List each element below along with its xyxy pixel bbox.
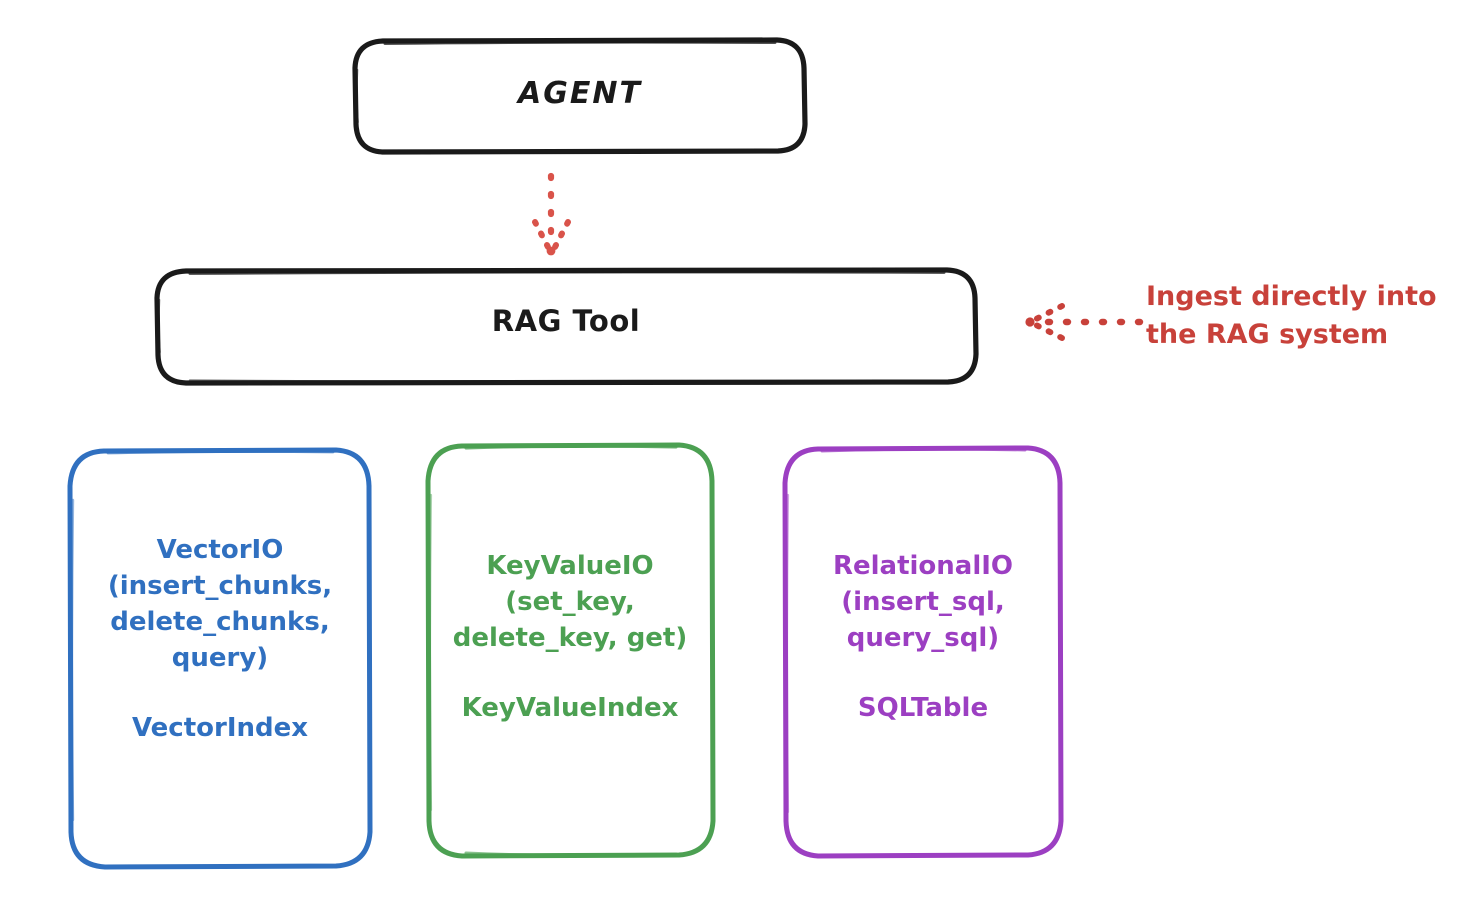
- vector-store-index-name: VectorIndex: [131, 712, 309, 743]
- vector-store-node-label: VectorIO (insert_chunks, delete_chunks, …: [72, 533, 368, 746]
- vector-store-api-signature: VectorIO (insert_chunks, delete_chunks, …: [107, 535, 333, 673]
- relational-store-api-signature: RelationalIO (insert_sql, query_sql): [832, 551, 1014, 653]
- keyvalue-store-node-label: KeyValueIO (set_key, delete_key, get) Ke…: [428, 549, 712, 727]
- rag-tool-node-label: RAG Tool: [491, 304, 641, 338]
- annotation-to-rag-tool-connector: [1025, 303, 1144, 341]
- agent-node-label: AGENT: [518, 76, 642, 111]
- relational-store-index-name: SQLTable: [857, 692, 989, 723]
- keyvalue-store-index-name: KeyValueIndex: [461, 692, 679, 723]
- keyvalue-store-api-signature: KeyValueIO (set_key, delete_key, get): [452, 551, 688, 653]
- agent-to-rag-tool-connector: [532, 172, 571, 256]
- relational-store-node-label: RelationalIO (insert_sql, query_sql) SQL…: [786, 549, 1060, 727]
- ingest-annotation-label: Ingest directly into the RAG system: [1146, 281, 1437, 351]
